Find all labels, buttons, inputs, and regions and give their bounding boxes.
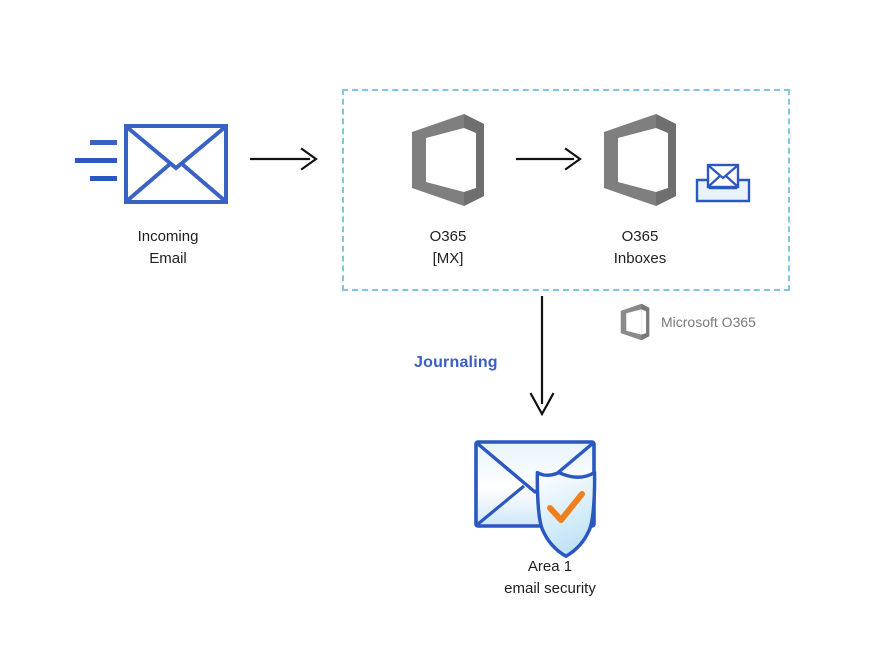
- node-area1[interactable]: [472, 436, 628, 558]
- legend: Microsoft O365: [618, 303, 756, 341]
- motion-lines-icon: [75, 140, 117, 181]
- node-o365-mx[interactable]: [406, 112, 490, 208]
- label-incoming-email: Incoming Email: [137, 228, 199, 267]
- legend-label: Microsoft O365: [661, 314, 756, 330]
- group-o365-zone: [342, 89, 790, 291]
- node-inbox-tray[interactable]: [694, 160, 752, 205]
- node-o365-inboxes[interactable]: [598, 112, 682, 208]
- node-incoming-email[interactable]: [70, 118, 230, 210]
- office365-icon: [620, 303, 650, 341]
- label-o365-inboxes: O365 Inboxes: [613, 228, 667, 267]
- edge-mx-to-inboxes: [516, 146, 588, 172]
- edge-label-journaling: Journaling: [414, 354, 498, 371]
- envelope-shield-icon: [474, 440, 597, 558]
- office365-icon: [412, 114, 484, 206]
- office365-icon: [604, 114, 676, 206]
- label-o365-mx: O365 [MX]: [429, 228, 467, 267]
- edge-incoming-to-mx: [250, 146, 322, 172]
- inbox-tray-icon: [695, 163, 751, 203]
- envelope-icon: [75, 124, 228, 204]
- edge-inboxes-to-area1: [527, 296, 559, 418]
- label-area1: Area 1 email security: [504, 558, 596, 597]
